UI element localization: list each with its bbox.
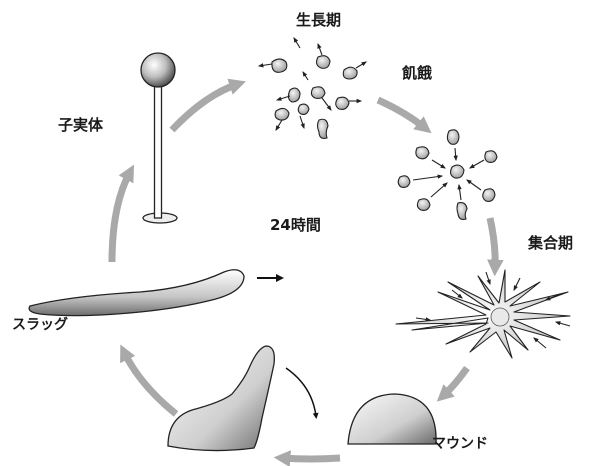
cycle-arrow-slug-to-fruiting: [112, 172, 130, 262]
cycle-arrow-starvation-to-aggregation: [490, 218, 495, 268]
label-growth-phase: 生長期: [296, 13, 341, 28]
amoeba-cell: [288, 88, 300, 102]
cycle-arrow-mound-to-slug-base: [282, 458, 340, 459]
amoeba-cell: [417, 199, 430, 211]
amoeba-cell: [451, 165, 464, 178]
cycle-arrows: [112, 84, 495, 459]
label-cycle-duration: 24時間: [270, 218, 321, 233]
amoeba-cell: [457, 203, 467, 220]
growth-cells: [272, 56, 357, 139]
amoeba-cell: [317, 56, 330, 69]
cycle-arrow-fruiting-to-growth: [172, 84, 238, 130]
aggregation-streams: [396, 270, 570, 358]
cycle-arrow-to-slug: [124, 352, 176, 414]
fruiting-body-illustration: [141, 53, 177, 223]
label-mound: マウンド: [432, 437, 488, 451]
label-slug: スラッグ: [12, 318, 68, 332]
label-aggregation-phase: 集合期: [528, 236, 573, 251]
amoeba-cell: [298, 104, 309, 114]
finger-tip-arrow: [286, 368, 316, 416]
cycle-arrow-aggregation-to-mound: [443, 368, 467, 396]
amoeba-cell: [272, 59, 287, 72]
cycle-arrow-growth-to-starvation: [378, 100, 425, 128]
finger-illustration: [168, 346, 274, 451]
amoeba-cell: [343, 67, 357, 79]
amoeba-cell: [336, 97, 349, 109]
label-fruiting-body: 子実体: [58, 118, 103, 133]
amoeba-cell: [311, 87, 325, 99]
slug-illustration: [29, 270, 244, 316]
amoeba-cell: [447, 130, 459, 145]
fruiting-body-sorus: [141, 53, 175, 87]
label-starvation: 飢餓: [402, 66, 432, 81]
mound-illustration: [348, 394, 436, 444]
amoeba-cell: [398, 176, 410, 188]
amoeba-cell: [318, 119, 329, 138]
starvation-cells: [398, 130, 497, 220]
fruiting-body-stalk: [155, 84, 162, 218]
amoeba-cell: [485, 151, 497, 163]
amoeba-cell: [483, 189, 495, 202]
amoeba-cell: [416, 147, 429, 159]
amoeba-cell: [275, 108, 289, 120]
aggregation-center: [396, 270, 570, 358]
